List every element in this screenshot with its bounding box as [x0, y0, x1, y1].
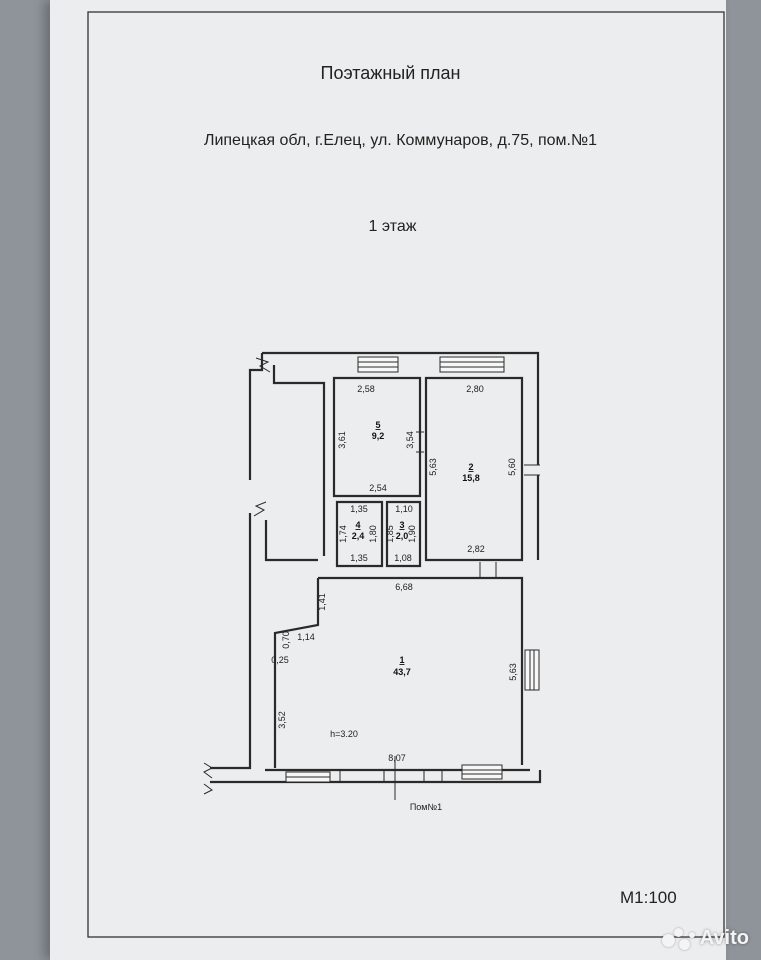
- dim-r1-070: 0,70: [281, 631, 291, 649]
- dim-r5-top: 2,58: [357, 384, 375, 394]
- ceiling-height: h=3.20: [330, 729, 358, 739]
- dim-r2-left: 5,63: [428, 458, 438, 476]
- dim-r2-top: 2,80: [466, 384, 484, 394]
- dim-r3-bottom: 1,08: [394, 553, 412, 563]
- page-frame: [87, 11, 725, 938]
- room-4-number: 4: [355, 520, 360, 530]
- room-5-number: 5: [375, 420, 380, 430]
- dim-r3-top: 1,10: [395, 504, 413, 514]
- document-sheet: [50, 0, 726, 960]
- scale-label: М1:100: [620, 888, 677, 907]
- dim-r1-notch-h: 1,14: [297, 632, 315, 642]
- avito-logo-icon: [661, 927, 696, 950]
- floor-label: 1 этаж: [368, 218, 417, 235]
- door-marks: [339, 431, 540, 800]
- address-line: Липецкая обл, г.Елец, ул. Коммунаров, д.…: [203, 132, 598, 149]
- dim-r1-notch-v: 1,41: [317, 593, 327, 611]
- walls: [210, 351, 542, 784]
- break-marks: [203, 357, 271, 795]
- dim-r5-left: 3,61: [337, 431, 347, 449]
- document-title: Поэтажный план: [320, 63, 461, 83]
- dim-r2-right: 5,60: [507, 458, 517, 476]
- dim-r2-bottom: 2,82: [467, 544, 485, 554]
- dim-r4-bottom: 1,35: [350, 553, 368, 563]
- dim-r1-top: 6,68: [395, 582, 413, 592]
- dimension-labels: 2,58 3,61 3,54 2,54 2,80 5,63 5,60 2,82 …: [271, 384, 518, 812]
- room-1-number: 1: [399, 655, 404, 665]
- room-5-area: 9,2: [372, 431, 385, 441]
- dim-r3-right: 1,90: [407, 525, 417, 543]
- dim-r3-left: 1,85: [385, 525, 395, 543]
- room-2-area: 15,8: [462, 473, 480, 483]
- dim-r1-bottom: 8,07: [388, 753, 406, 763]
- avito-watermark: Avito: [661, 927, 749, 950]
- room-2-number: 2: [468, 462, 473, 472]
- dim-r5-bottom: 2,54: [369, 483, 387, 493]
- avito-brand-text: Avito: [699, 927, 749, 949]
- dim-r1-right: 5,63: [508, 663, 518, 681]
- dim-r4-right: 1,80: [368, 525, 378, 543]
- room-4-area: 2,4: [352, 531, 365, 541]
- room-3-area: 2,0: [396, 531, 409, 541]
- dim-r4-top: 1,35: [350, 504, 368, 514]
- windows: [285, 356, 540, 783]
- premise-label: Пом№1: [410, 802, 442, 812]
- room-1-area: 43,7: [393, 667, 411, 677]
- dim-r1-left: 3,52: [277, 711, 287, 729]
- dim-r5-right: 3,54: [405, 431, 415, 449]
- room-labels: 5 9,2 2 15,8 4 2,4 3 2,0 1 43,7: [352, 420, 480, 677]
- room-3-number: 3: [399, 520, 404, 530]
- dim-r4-left: 1,74: [338, 525, 348, 543]
- dim-r1-025: 0,25: [271, 655, 289, 665]
